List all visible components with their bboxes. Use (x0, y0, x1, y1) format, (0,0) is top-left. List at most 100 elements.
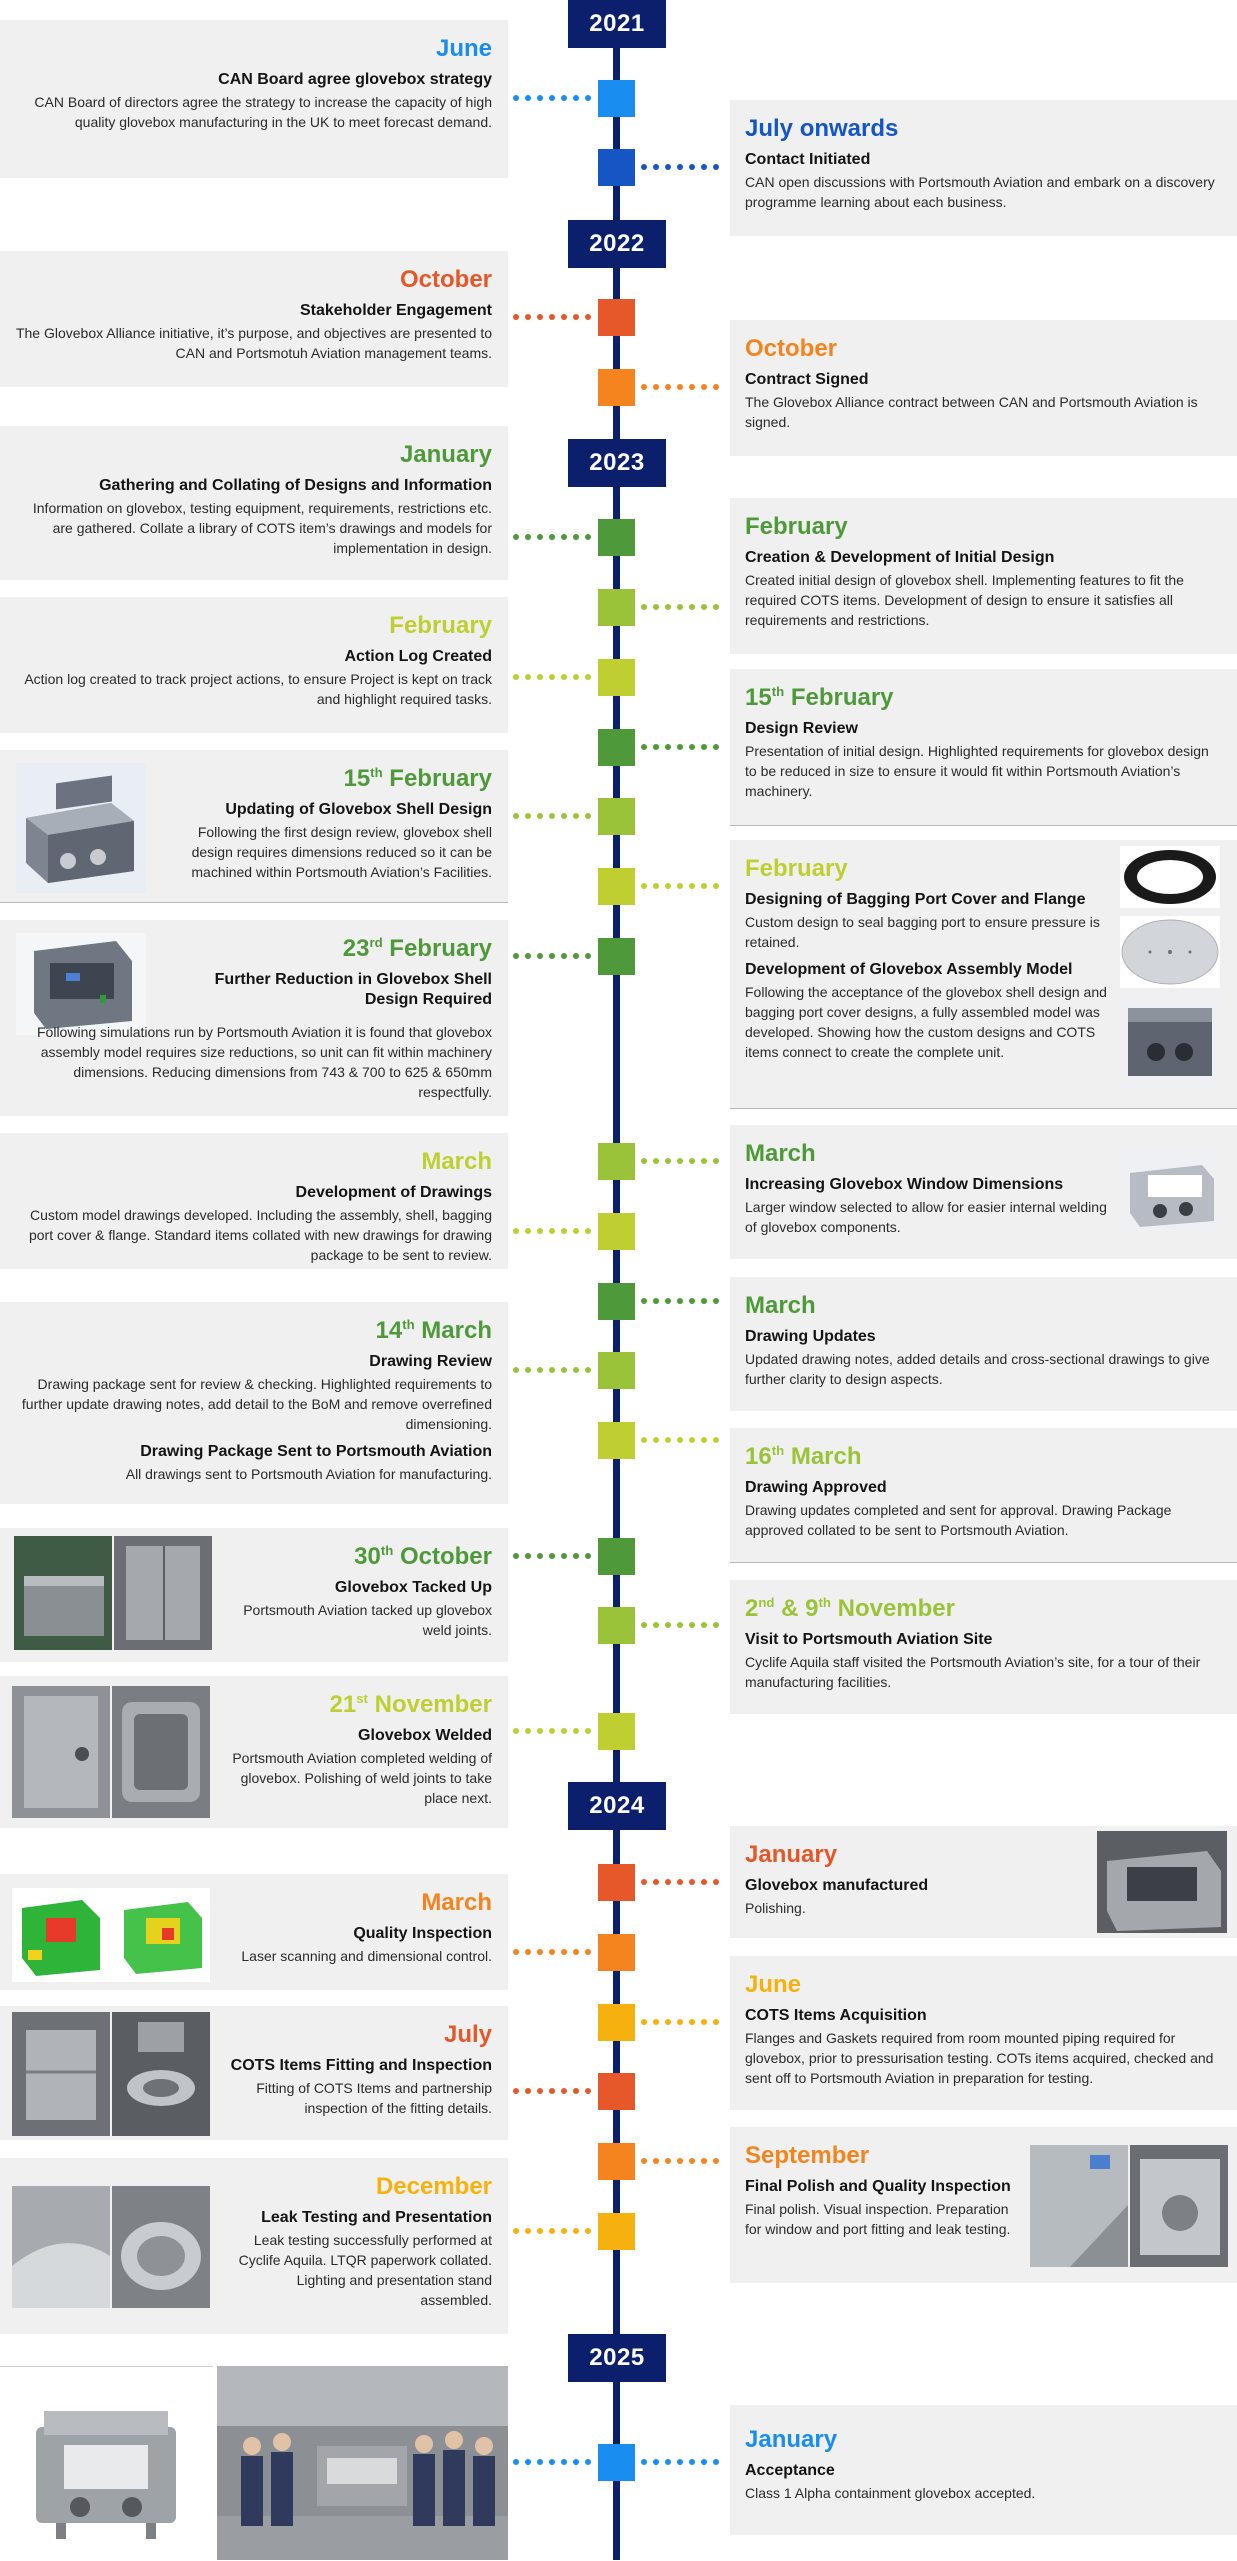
connector-dot (713, 744, 719, 750)
timeline-node (598, 1422, 635, 1459)
connector-dot (585, 953, 591, 959)
event-date: July (443, 2021, 492, 2048)
connector-dot (701, 744, 707, 750)
connector-dot (689, 744, 695, 750)
leak-testing-photo (12, 2186, 210, 2308)
divider (730, 1562, 1237, 1563)
connector-dot (641, 2019, 647, 2025)
connector-dot (653, 883, 659, 889)
connector-dot (573, 2088, 579, 2094)
event-date: July onwards (745, 115, 899, 142)
event-description-secondary: All drawings sent to Portsmouth Aviation… (125, 1466, 492, 1482)
connector-dot (701, 384, 707, 390)
timeline-node (598, 1713, 635, 1750)
cots-fitting-photo (12, 2012, 210, 2136)
connector-dot (525, 1367, 531, 1373)
event-title: Final Polish and Quality Inspection (745, 2178, 1011, 2195)
event-date: January (399, 441, 492, 468)
connector-dot (701, 1879, 707, 1885)
event-date: March (421, 1889, 492, 1916)
event-description: Drawing package sent for review & checki… (21, 1376, 492, 1432)
dotted-connector (513, 1228, 591, 1234)
connector-dot (585, 95, 591, 101)
connector-dot (513, 1553, 519, 1559)
connector-dot (549, 2088, 555, 2094)
connector-dot (549, 1367, 555, 1373)
event-title-secondary: Development of Glovebox Assembly Model (745, 961, 1073, 978)
event-date: 14th March (375, 1317, 492, 1344)
timeline-node (598, 80, 635, 117)
connector-dot (641, 164, 647, 170)
connector-dot (585, 813, 591, 819)
connector-dot (653, 384, 659, 390)
event-card-23rd-february: 23rd February Further Reduction in Glove… (0, 920, 508, 1116)
glovebox-welded-photo (12, 1686, 210, 1818)
connector-dot (689, 164, 695, 170)
event-card-15th-february-shell-update: 15th February Updating of Glovebox Shell… (0, 750, 508, 902)
connector-dot (537, 2088, 543, 2094)
dotted-connector (513, 953, 591, 959)
event-date: June (745, 1971, 802, 1998)
event-date: October (399, 266, 492, 293)
year-badge-2024: 2024 (568, 1782, 666, 1830)
connector-dot (689, 1437, 695, 1443)
event-description: Drawing updates completed and sent for a… (745, 1502, 1172, 1538)
event-description: Fitting of COTS Items and partnership in… (256, 2080, 492, 2116)
connector-dot (665, 1158, 671, 1164)
dotted-connector (513, 813, 591, 819)
year-badge-2022: 2022 (568, 220, 666, 268)
connector-dot (689, 2459, 695, 2465)
event-card-october-2022-stakeholder: October Stakeholder Engagement The Glove… (0, 251, 508, 387)
connector-dot (641, 883, 647, 889)
event-card-march-2024: March Quality Inspection Laser scanning … (0, 1874, 508, 1990)
connector-dot (549, 1553, 555, 1559)
event-title: CAN Board agree glovebox strategy (218, 71, 492, 88)
dotted-connector (513, 2088, 591, 2094)
connector-dot (641, 1879, 647, 1885)
connector-dot (677, 744, 683, 750)
timeline-node (598, 2444, 635, 2481)
laser-scan-image (12, 1888, 210, 1982)
event-date: March (745, 1140, 816, 1167)
dotted-connector (641, 164, 719, 170)
timeline-node (598, 659, 635, 696)
dotted-connector (641, 1437, 719, 1443)
final-polish-photo (1030, 2145, 1228, 2267)
glovebox-cad-render-image (16, 763, 146, 893)
event-description: Information on glovebox, testing equipme… (32, 500, 492, 556)
event-card-14th-march: 14th March Drawing Review Drawing packag… (0, 1302, 508, 1504)
connector-dot (585, 674, 591, 680)
connector-dot (549, 314, 555, 320)
event-title: Visit to Portsmouth Aviation Site (745, 1631, 993, 1648)
connector-dot (549, 1728, 555, 1734)
event-description: Updated drawing notes, added details and… (745, 1351, 1210, 1387)
connector-dot (573, 534, 579, 540)
event-card-march-window: March Increasing Glovebox Window Dimensi… (730, 1125, 1237, 1259)
connector-dot (653, 744, 659, 750)
connector-dot (549, 2459, 555, 2465)
connector-dot (525, 1228, 531, 1234)
glovebox-simulation-image (16, 933, 146, 1035)
timeline-node (598, 2213, 635, 2250)
connector-dot (573, 674, 579, 680)
connector-dot (677, 1298, 683, 1304)
connector-dot (585, 1728, 591, 1734)
event-card-december-2024: December Leak Testing and Presentation L… (0, 2158, 508, 2334)
timeline-node (598, 1607, 635, 1644)
event-description: Portsmouth Aviation completed welding of… (232, 1750, 492, 1806)
connector-dot (713, 604, 719, 610)
dotted-connector (641, 744, 719, 750)
connector-dot (513, 813, 519, 819)
glovebox-manufactured-photo (1097, 1831, 1227, 1933)
connector-dot (689, 1622, 695, 1628)
divider (0, 902, 508, 903)
connector-dot (689, 1158, 695, 1164)
event-description: Created initial design of glovebox shell… (745, 572, 1184, 628)
connector-dot (677, 164, 683, 170)
connector-dot (537, 1553, 543, 1559)
connector-dot (537, 813, 543, 819)
event-description: Flanges and Gaskets required from room m… (745, 2030, 1214, 2086)
connector-dot (573, 2459, 579, 2465)
connector-dot (653, 2019, 659, 2025)
team-acceptance-photo (217, 2366, 508, 2560)
